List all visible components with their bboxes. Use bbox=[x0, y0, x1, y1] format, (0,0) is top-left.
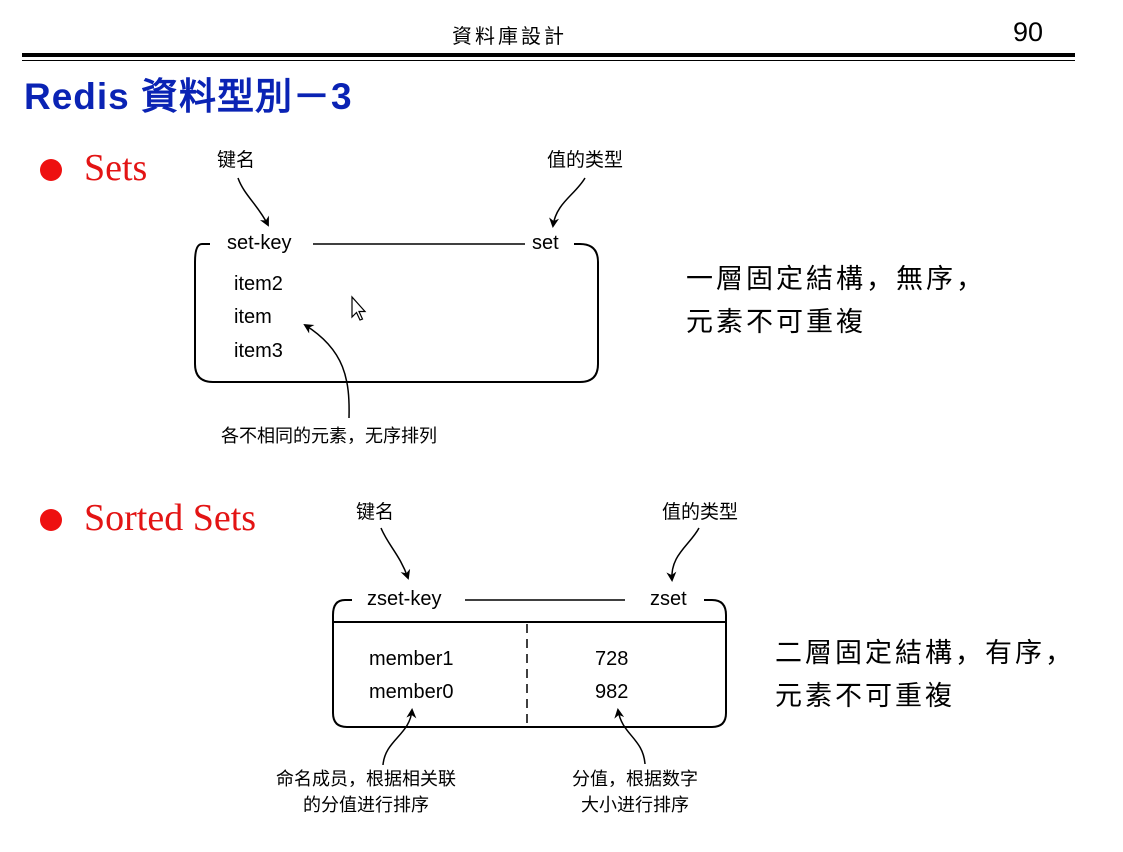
zsets-score: 982 bbox=[595, 681, 629, 703]
sets-value-type-label: 值的类型 bbox=[547, 149, 624, 171]
zsets-member-annotation: 命名成员，根据相关联 的分值进行排序 bbox=[276, 767, 456, 819]
zsets-bullet-label: Sorted Sets bbox=[84, 497, 257, 539]
zsets-score-annotation-line: 大小进行排序 bbox=[581, 795, 689, 816]
zsets-score-annotation: 分值，根据数字 大小进行排序 bbox=[572, 767, 698, 819]
zsets-key-arrow bbox=[380, 527, 411, 580]
zsets-score: 728 bbox=[595, 648, 629, 670]
sets-annotation: 各不相同的元素，无序排列 bbox=[221, 426, 437, 447]
zsets-member-annotation-line: 命名成员，根据相关联 bbox=[276, 769, 456, 790]
header-rule-thin bbox=[22, 60, 1075, 61]
zsets-score-annotation-line: 分值，根据数字 bbox=[572, 769, 698, 790]
sets-note-line: 一層固定結構，無序， bbox=[686, 264, 986, 295]
sets-note: 一層固定結構，無序， 元素不可重複 bbox=[686, 258, 986, 344]
zsets-note: 二層固定結構，有序， 元素不可重複 bbox=[775, 632, 1075, 718]
sets-type-arrow bbox=[549, 177, 586, 228]
zsets-key-name-label: 键名 bbox=[356, 501, 395, 523]
sets-key: set-key bbox=[227, 232, 292, 254]
sets-item: item3 bbox=[234, 340, 283, 362]
header-title: 資料庫設計 bbox=[452, 24, 567, 48]
header-rule-thick bbox=[22, 53, 1075, 57]
sets-bullet-label: Sets bbox=[84, 147, 148, 189]
zsets-note-line: 二層固定結構，有序， bbox=[775, 638, 1075, 669]
sets-item: item bbox=[234, 306, 272, 328]
zsets-key: zset-key bbox=[367, 588, 442, 610]
sets-item: item2 bbox=[234, 273, 283, 295]
zsets-value-type-label: 值的类型 bbox=[662, 501, 739, 523]
sets-box-outline bbox=[194, 243, 599, 383]
zsets-member: member1 bbox=[369, 648, 454, 670]
zsets-note-line: 元素不可重複 bbox=[775, 681, 955, 712]
zsets-member-annotation-line: 的分值进行排序 bbox=[303, 795, 429, 816]
sets-bullet-dot bbox=[40, 159, 62, 181]
zsets-type: zset bbox=[650, 588, 687, 610]
sets-key-name-label: 键名 bbox=[217, 149, 256, 171]
mouse-cursor-icon bbox=[351, 295, 367, 321]
sets-items-arrow bbox=[303, 323, 350, 419]
slide-title: Redis 資料型別－3 bbox=[24, 76, 353, 117]
page-number: 90 bbox=[1013, 17, 1044, 47]
sets-note-line: 元素不可重複 bbox=[686, 307, 866, 338]
zsets-type-arrow bbox=[666, 527, 700, 582]
sets-key-arrow bbox=[237, 177, 269, 227]
zsets-box-outline bbox=[332, 599, 727, 728]
zsets-bullet-dot bbox=[40, 509, 62, 531]
sets-type: set bbox=[532, 232, 559, 254]
zsets-member-arrow bbox=[382, 708, 417, 766]
zsets-score-arrow bbox=[614, 708, 646, 765]
zsets-member: member0 bbox=[369, 681, 454, 703]
